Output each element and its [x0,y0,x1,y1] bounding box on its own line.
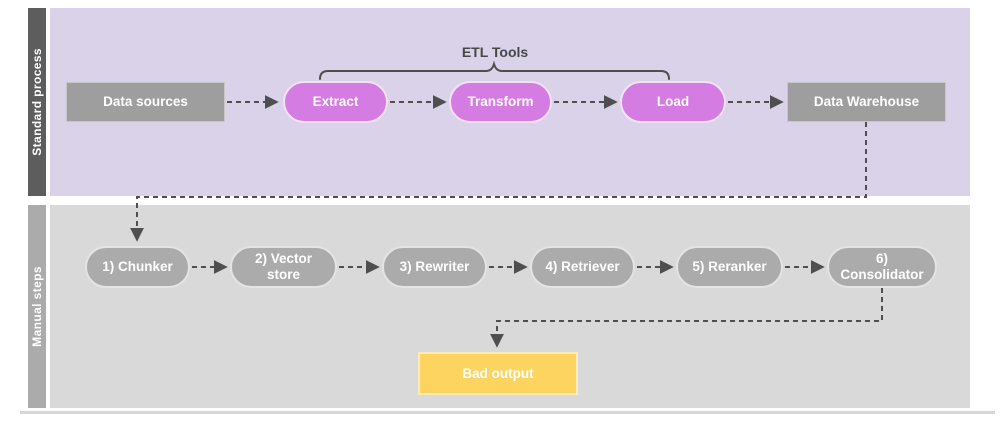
node-retriever: 4) Retriever [530,246,635,288]
etl-tools-label: ETL Tools [461,44,529,60]
node-reranker: 5) Reranker [676,246,783,288]
node-chunker: 1) Chunker [85,246,190,288]
lane-standard-process-header: Standard process [28,8,46,196]
node-rewriter: 3) Rewriter [382,246,487,288]
node-extract: Extract [283,81,388,123]
node-bad-output-label: Bad output [462,365,534,381]
node-transform: Transform [449,81,552,123]
node-vector-store: 2) Vector store [230,246,337,288]
node-data-warehouse: Data Warehouse [787,82,946,122]
node-retriever-label: 4) Retriever [545,259,620,275]
node-data-sources: Data sources [66,82,225,122]
node-extract-label: Extract [312,94,359,110]
lane-standard-process-label: Standard process [30,48,44,156]
node-load-label: Load [656,94,690,110]
node-data-sources-label: Data sources [103,94,188,110]
node-consolidator-label: 6) Consolidator [840,251,924,282]
node-data-warehouse-label: Data Warehouse [813,94,920,110]
node-reranker-label: 5) Reranker [692,259,767,275]
node-rewriter-label: 3) Rewriter [399,259,470,275]
lane-manual-steps-label: Manual steps [30,266,44,347]
lane-manual-steps-header: Manual steps [28,205,46,408]
node-transform-label: Transform [467,94,534,110]
node-load: Load [620,81,726,123]
node-consolidator: 6) Consolidator [827,246,937,288]
node-vector-store-label: 2) Vector store [254,251,313,282]
bottom-divider-line [20,411,995,414]
node-chunker-label: 1) Chunker [102,259,173,275]
node-bad-output: Bad output [418,352,578,395]
